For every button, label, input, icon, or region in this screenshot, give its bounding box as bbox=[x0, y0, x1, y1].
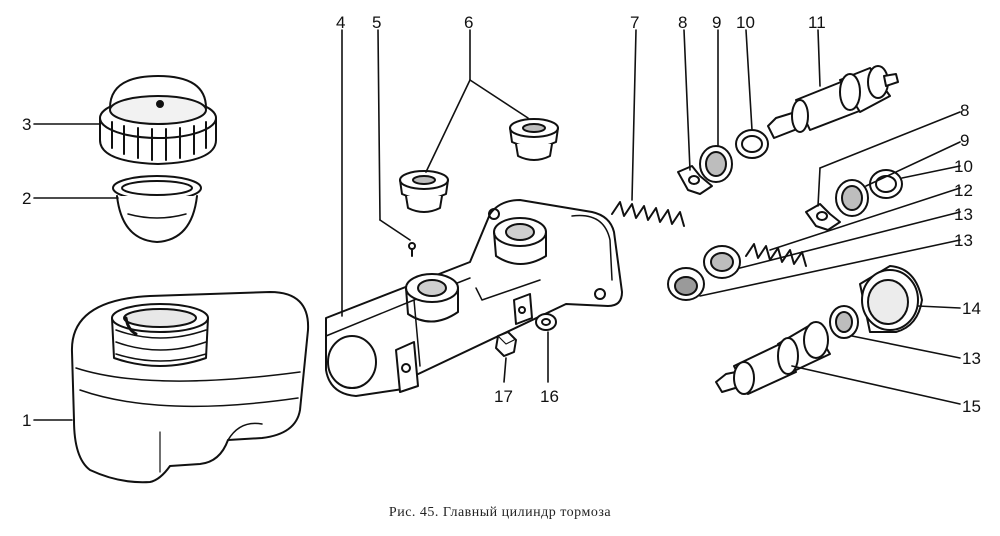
part-10-ring-upper bbox=[735, 129, 769, 159]
callout-15: 15 bbox=[962, 397, 981, 416]
callout-17: 17 bbox=[494, 387, 513, 406]
part-13-cup-c bbox=[829, 305, 859, 339]
callout-6: 6 bbox=[464, 13, 473, 32]
part-7-spring bbox=[611, 201, 685, 227]
part-13-cup-a bbox=[703, 245, 741, 279]
part-14-boot bbox=[859, 265, 923, 333]
part-3-reservoir-cap bbox=[99, 75, 217, 165]
part-9-seal-lower bbox=[835, 179, 869, 217]
part-15-piston-lower bbox=[715, 321, 831, 395]
part-13-cup-b bbox=[667, 267, 705, 301]
callout-2: 2 bbox=[22, 189, 31, 208]
callout-9-lower: 9 bbox=[960, 131, 969, 150]
callout-12: 12 bbox=[954, 181, 973, 200]
part-8-spring-cup-lower bbox=[805, 203, 841, 231]
callout-14: 14 bbox=[962, 299, 981, 318]
part-10-ring-lower bbox=[869, 169, 903, 199]
callout-1: 1 bbox=[22, 411, 31, 430]
part-4-cylinder-body bbox=[325, 199, 623, 397]
part-16-washer bbox=[535, 313, 557, 331]
callout-8-lower: 8 bbox=[960, 101, 969, 120]
callout-9-upper: 9 bbox=[712, 13, 721, 32]
part-17-nut bbox=[495, 331, 517, 357]
figure-caption: Рис. 45. Главный цилиндр тормоза bbox=[388, 505, 612, 520]
part-9-seal-upper bbox=[699, 145, 733, 183]
part-8-spring-cup-upper bbox=[677, 165, 713, 195]
callout-5: 5 bbox=[372, 13, 381, 32]
part-6-grommets bbox=[399, 118, 559, 213]
callout-7: 7 bbox=[630, 13, 639, 32]
part-2-reservoir-seal bbox=[112, 175, 202, 243]
part-5-pin bbox=[408, 242, 416, 257]
callout-16: 16 bbox=[540, 387, 559, 406]
callout-13-a: 13 bbox=[954, 205, 973, 224]
callout-4: 4 bbox=[336, 13, 345, 32]
leader-lines bbox=[33, 29, 961, 421]
callout-13-c: 13 bbox=[962, 349, 981, 368]
callout-labels: 1 2 3 4 5 6 7 8 9 10 11 8 9 10 12 13 13 … bbox=[22, 13, 981, 430]
callout-10-upper: 10 bbox=[736, 13, 755, 32]
part-1-reservoir bbox=[70, 291, 310, 484]
callout-8-upper: 8 bbox=[678, 13, 687, 32]
callout-3: 3 bbox=[22, 115, 31, 134]
part-11-piston-upper bbox=[767, 65, 899, 139]
callout-11: 11 bbox=[808, 13, 826, 32]
callout-10-lower: 10 bbox=[954, 157, 973, 176]
callout-13-b: 13 bbox=[954, 231, 973, 250]
